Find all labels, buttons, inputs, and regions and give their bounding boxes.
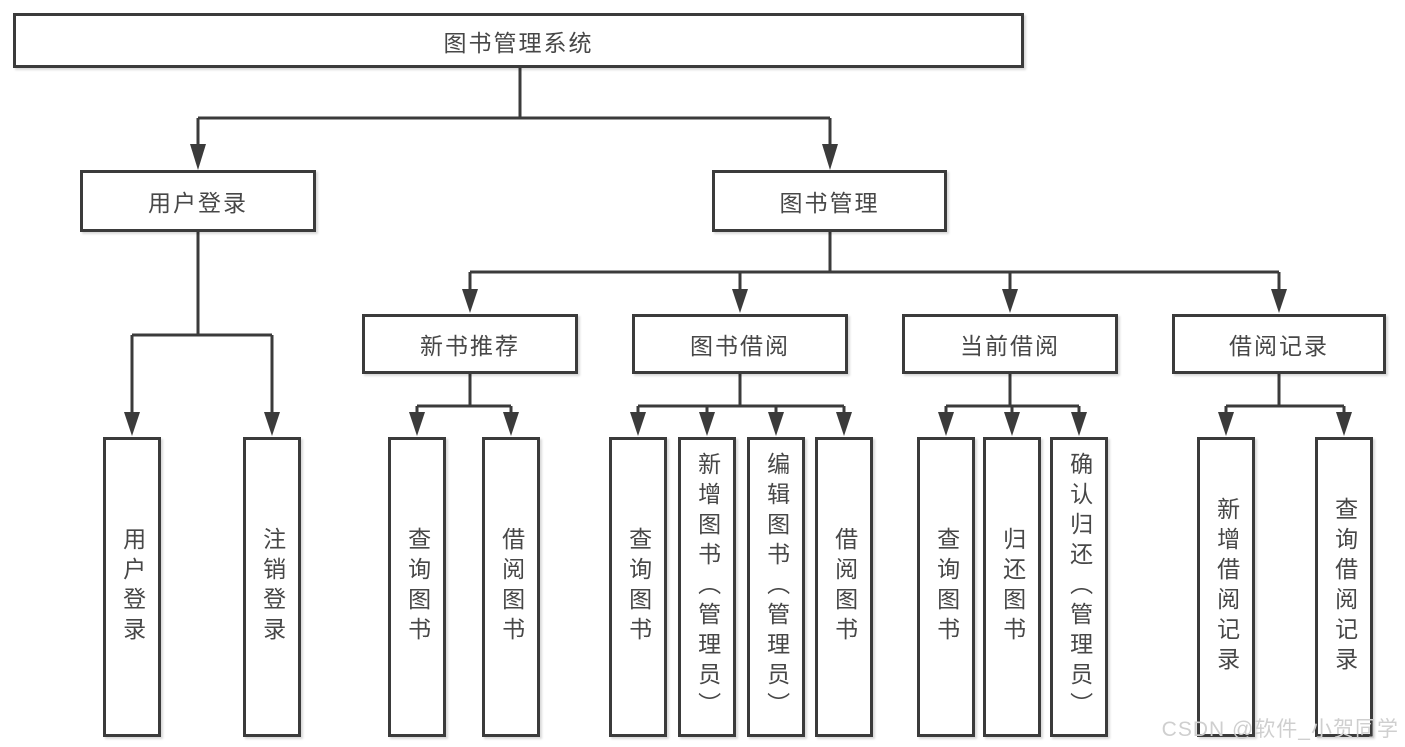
- leaf-user-login: 用户登录: [103, 437, 161, 737]
- leaf-label: 查询图书: [625, 527, 652, 647]
- node-label: 用户登录: [148, 190, 248, 216]
- leaf-confirm-return-admin: 确认归还（管理员）: [1050, 437, 1108, 737]
- leaf-query-borrow-record: 查询借阅记录: [1315, 437, 1373, 737]
- leaf-add-book-admin: 新增图书（管理员）: [678, 437, 736, 737]
- leaf-label: 新增图书（管理员）: [694, 452, 721, 722]
- leaf-label: 查询图书: [404, 527, 431, 647]
- leaf-logout: 注销登录: [243, 437, 301, 737]
- node-label: 新书推荐: [420, 333, 520, 359]
- leaf-edit-book-admin: 编辑图书（管理员）: [747, 437, 805, 737]
- leaf-label: 用户登录: [119, 527, 146, 647]
- node-borrowing-records: 借阅记录: [1172, 314, 1386, 374]
- node-label: 借阅记录: [1229, 333, 1329, 359]
- leaf-label: 编辑图书（管理员）: [763, 452, 790, 722]
- csdn-watermark: CSDN @软件_小贺同学: [1161, 718, 1399, 741]
- leaf-label: 查询图书: [933, 527, 960, 647]
- leaf-label: 借阅图书: [831, 527, 858, 647]
- node-label: 图书管理: [779, 190, 880, 216]
- node-new-book-recommendation: 新书推荐: [362, 314, 578, 374]
- leaf-label: 查询借阅记录: [1331, 497, 1358, 677]
- node-library-management-system: 图书管理系统: [13, 13, 1024, 68]
- leaf-borrow-books-borrowing: 借阅图书: [815, 437, 873, 737]
- leaf-label: 确认归还（管理员）: [1066, 452, 1093, 722]
- node-current-borrowing: 当前借阅: [902, 314, 1118, 374]
- leaf-query-books-new: 查询图书: [388, 437, 446, 737]
- node-user-login: 用户登录: [80, 170, 316, 232]
- node-label: 图书借阅: [690, 333, 790, 359]
- leaf-label: 新增借阅记录: [1213, 497, 1240, 677]
- node-label: 当前借阅: [960, 333, 1060, 359]
- leaf-add-borrow-record: 新增借阅记录: [1197, 437, 1255, 737]
- leaf-borrow-books-new: 借阅图书: [482, 437, 540, 737]
- leaf-label: 借阅图书: [498, 527, 525, 647]
- node-book-management: 图书管理: [712, 170, 947, 232]
- leaf-label: 归还图书: [999, 527, 1026, 647]
- leaf-query-books-borrowing: 查询图书: [609, 437, 667, 737]
- node-book-borrowing: 图书借阅: [632, 314, 848, 374]
- node-label: 图书管理系统: [443, 29, 594, 56]
- leaf-label: 注销登录: [259, 527, 286, 647]
- leaf-query-books-current: 查询图书: [917, 437, 975, 737]
- leaf-return-books: 归还图书: [983, 437, 1041, 737]
